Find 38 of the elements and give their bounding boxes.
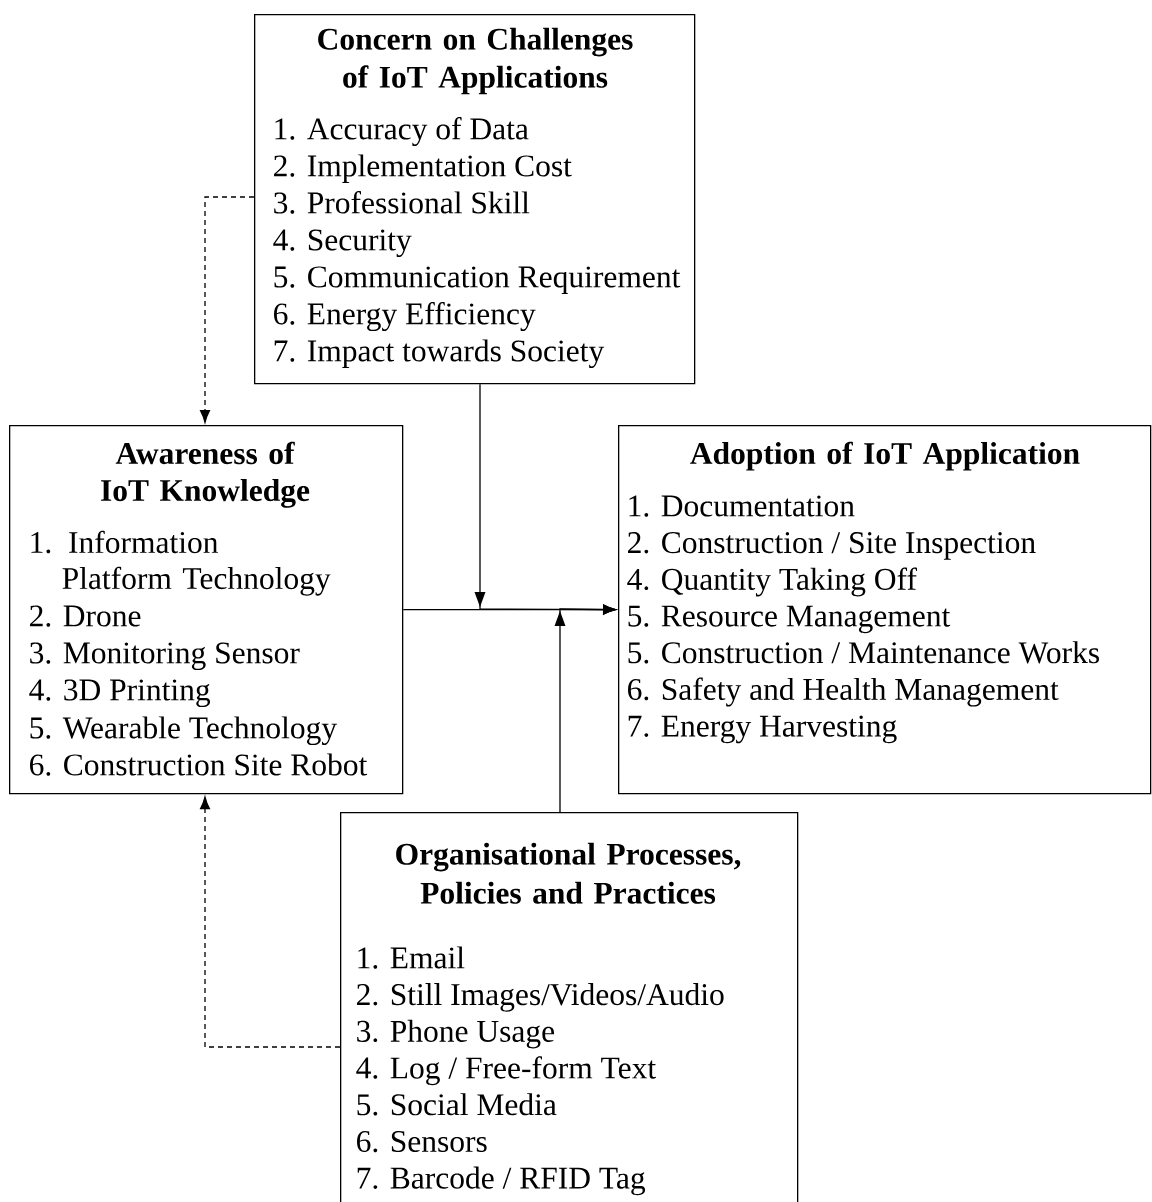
box-title: Adoption of IoT Application [690, 441, 1080, 471]
dashed-arrow [199, 196, 255, 423]
box-title: Awareness of IoT Knowledge [101, 441, 310, 508]
list-item: 5. Wearable Technology [30, 716, 337, 746]
list-item: 4. 3D Printing [29, 679, 211, 708]
list-item: 2. Drone [30, 605, 141, 627]
concept-box [254, 14, 696, 385]
dashed-arrow [199, 796, 341, 1048]
list-item: 6. Construction Site Robot [30, 753, 368, 776]
concept-box [340, 812, 799, 1202]
list-item: 7. Energy Harvesting [628, 715, 897, 744]
list-item: 1. Email [358, 946, 465, 969]
list-item: 7. Barcode / RFID Tag [357, 1166, 646, 1196]
list-item: 5. Construction / Maintenance Works [628, 641, 1099, 664]
arrow [554, 604, 616, 813]
list-item: 4. Log / Free-form Text [356, 1056, 656, 1086]
list-item: 5. Social Media [357, 1093, 557, 1116]
list-item: 4. Security [273, 229, 412, 258]
list-item: 4. Quantity Taking Off [627, 567, 917, 597]
box-title: Concern on Challenges of IoT Applications [318, 27, 633, 95]
list-item: 3. Phone Usage [357, 1019, 554, 1049]
concept-box [618, 425, 1152, 795]
list-item: 6. Energy Efficiency [274, 302, 536, 332]
box-title: Organisational Processes, Policies and Practices [396, 842, 741, 904]
list-item: 1. Documentation [629, 495, 855, 517]
concept-box [9, 425, 404, 795]
list-item: 6. Safety and Health Management [628, 677, 1059, 707]
list-item: 6. Sensors [357, 1130, 487, 1153]
list-item: 5. Resource Management [628, 605, 951, 634]
list-item: 1. Accuracy of Data [275, 117, 529, 147]
list-item: 2. Still Images/Videos/Audio [357, 983, 724, 1012]
list-item: 3. Professional Skill [274, 191, 530, 214]
list-item: 1. Information Platform Technology [31, 530, 331, 596]
list-item: 7. Impact towards Society [274, 339, 605, 369]
list-item: 3. Monitoring Sensor [30, 642, 300, 671]
list-item: 2. Construction / Site Inspection [628, 532, 1036, 560]
list-item: 2. Implementation Cost [274, 154, 572, 183]
list-item: 5. Communication Requirement [274, 266, 681, 294]
